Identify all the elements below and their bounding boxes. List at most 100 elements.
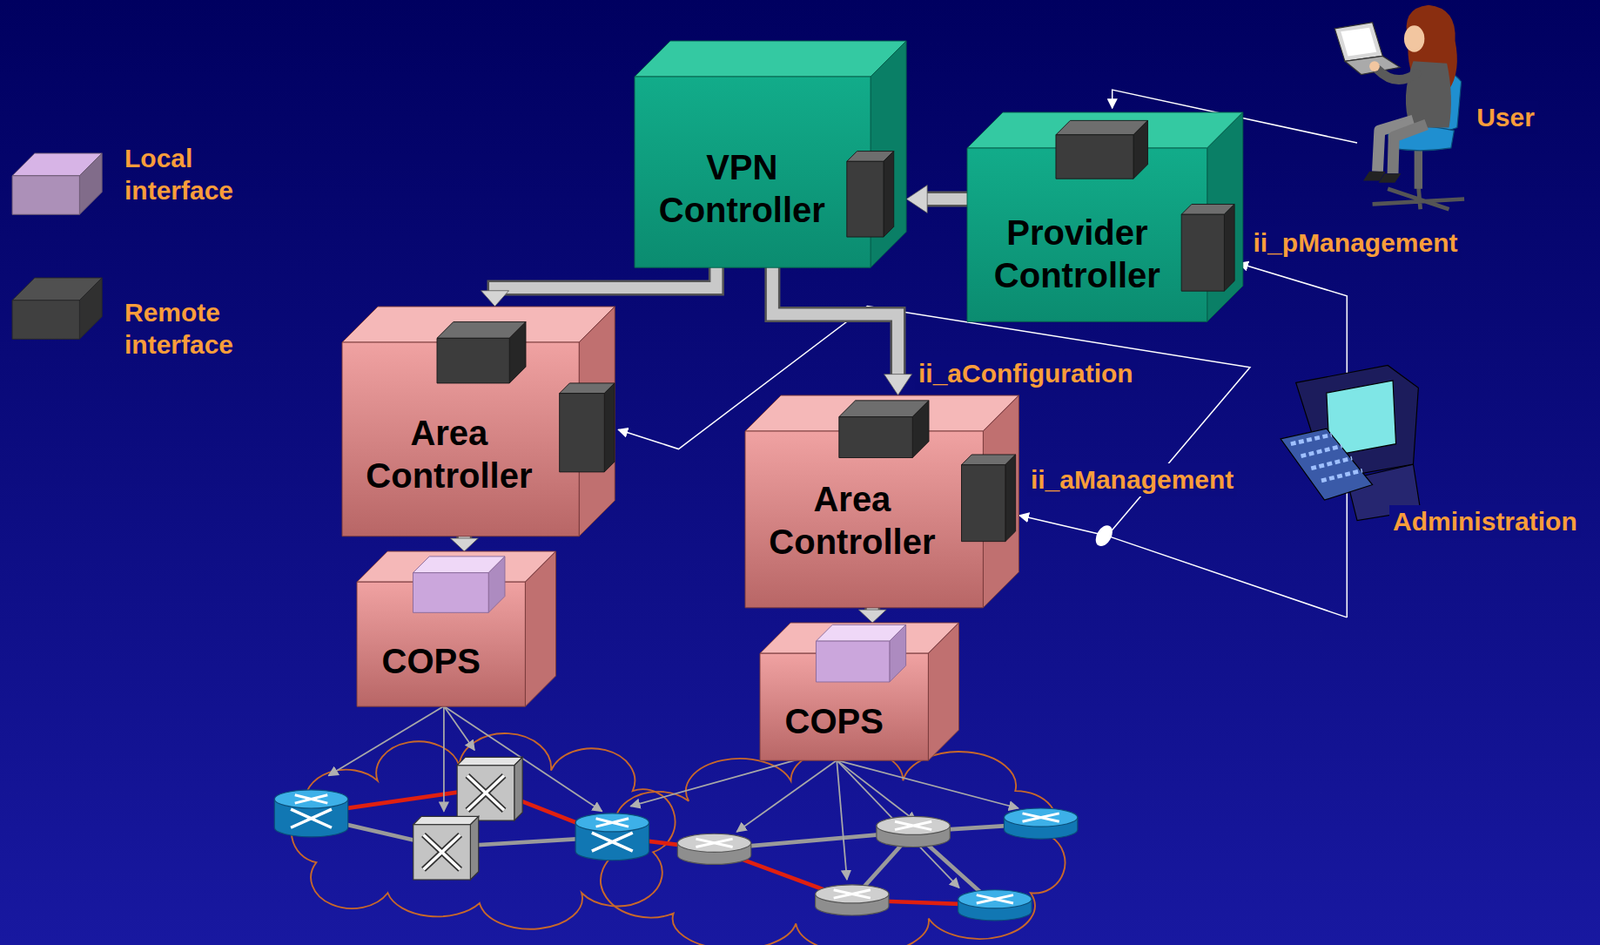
- router-icon-part: [677, 833, 751, 864]
- network-link: [311, 815, 1042, 905]
- remote-interface-side: [1005, 454, 1016, 542]
- pipe-connector: [450, 535, 478, 552]
- pipe-arrowhead: [450, 537, 478, 552]
- policy-arrow-part: [836, 759, 848, 880]
- box-title: Area Controller: [745, 477, 960, 564]
- vpn-controller-top: [634, 40, 907, 77]
- remote-interface-front: [961, 463, 1005, 541]
- pipe-arrowhead: [906, 185, 928, 214]
- cops-server-side: [525, 551, 557, 706]
- policy-arrow-part: [836, 759, 1019, 808]
- user-figure-part: [1378, 173, 1402, 183]
- remote-interface-front: [1181, 214, 1224, 291]
- cops-server-shape: [356, 551, 557, 706]
- remote-interface-side: [1224, 203, 1236, 291]
- policy-arrow-part: [836, 759, 916, 821]
- provider-controller-text-area: Provider Controller: [967, 194, 1187, 315]
- area-controller-top: [342, 306, 615, 343]
- cops-server-side: [928, 622, 960, 760]
- vpn-controller-front: [634, 76, 871, 268]
- area-controller: Area Controller: [342, 306, 615, 537]
- pipe-arrowhead: [884, 374, 913, 396]
- pipe-arrowhead: [481, 290, 510, 307]
- user-figure-part: [1334, 22, 1383, 62]
- router-icon-part: [1003, 807, 1077, 839]
- pipe-body: [925, 193, 968, 205]
- pipe-outline: [495, 267, 717, 293]
- remote-interface-side: [604, 383, 615, 472]
- cops-server-text-area: COPS: [759, 685, 908, 758]
- box-title: VPN Controller: [634, 146, 849, 232]
- user-figure-part: [1372, 185, 1465, 209]
- pipe-arrowhead: [858, 609, 887, 623]
- pipe-body: [772, 267, 898, 377]
- network-cloud: [291, 732, 1066, 945]
- cops-server-text-area: COPS: [356, 620, 505, 703]
- interface-label: ii_aManagement: [1027, 463, 1237, 497]
- user-figure-part: [1340, 27, 1377, 57]
- interface-label: ii_aConfiguration: [914, 356, 1137, 390]
- user-figure-part: [1392, 124, 1427, 174]
- remote-interface-side: [509, 321, 526, 383]
- remote-interface-front: [839, 416, 913, 458]
- management-line-part: [1019, 515, 1347, 618]
- policy-arrow-part: [328, 705, 444, 776]
- cops-server: COPS: [356, 551, 557, 706]
- local-interface-side: [889, 624, 907, 682]
- router-icon-part: [413, 815, 479, 880]
- legend-swatch: [12, 153, 102, 215]
- local-interface-front: [413, 572, 490, 613]
- router-icon: [274, 756, 1078, 920]
- area-controller-text-area: Area Controller: [342, 387, 557, 520]
- policy-arrow-part: [443, 705, 475, 750]
- box-title: COPS: [785, 699, 884, 743]
- router-icon-part: [958, 889, 1032, 921]
- remote-interface-front: [1055, 134, 1134, 179]
- policy-arrow-part: [736, 759, 837, 832]
- legend-slab-front: [12, 300, 80, 340]
- local-interface-front: [816, 640, 890, 682]
- policy-arrow-part: [836, 759, 960, 888]
- pipe-body: [495, 267, 717, 293]
- interface-label: Administration: [1389, 504, 1581, 538]
- remote-interface-front: [558, 392, 605, 471]
- policy-arrow-part: [443, 705, 445, 812]
- network-cloud-part: [600, 746, 1065, 945]
- router-icon-part: [815, 884, 889, 915]
- interface-label: User: [1472, 100, 1539, 135]
- vpn-controller: VPN Controller: [634, 40, 907, 268]
- remote-interface-front: [847, 161, 884, 237]
- admin-computer-part: [1280, 428, 1372, 500]
- vpn-controller-text-area: VPN Controller: [634, 132, 849, 245]
- area-controller: Area Controller: [745, 395, 1019, 608]
- line-junction: [1092, 522, 1116, 550]
- router-icon-part: [274, 789, 348, 837]
- pipe-outline: [772, 267, 898, 377]
- admin-computer: [1280, 364, 1421, 520]
- legend-swatch: [12, 277, 102, 339]
- user-figure-part: [1369, 60, 1380, 72]
- management-line: [618, 89, 1358, 618]
- user-figure: [1334, 5, 1465, 209]
- legend-text: Remote interface: [124, 295, 264, 362]
- interface-label: ii_pManagement: [1249, 226, 1461, 260]
- admin-computer-part: [1290, 434, 1363, 481]
- local-interface-side: [488, 556, 505, 612]
- pipe-connector: [481, 267, 717, 307]
- remote-interface-side: [1133, 120, 1148, 179]
- pipe-connector: [772, 267, 912, 396]
- router-icon-part: [575, 813, 649, 861]
- legend-slab-side: [79, 277, 102, 339]
- pipe-connector: [858, 606, 887, 623]
- box-title: COPS: [382, 639, 481, 683]
- provider-controller: Provider Controller: [967, 112, 1244, 322]
- remote-interface-side: [912, 399, 929, 458]
- router-icon-part: [876, 815, 950, 847]
- remote-interface-side: [883, 150, 895, 236]
- legend-text: Local interface: [124, 141, 264, 208]
- legend-slab-front: [12, 175, 80, 216]
- area-controller-text-area: Area Controller: [745, 461, 960, 580]
- remote-interface-front: [436, 337, 510, 384]
- legend-slab-side: [79, 153, 102, 215]
